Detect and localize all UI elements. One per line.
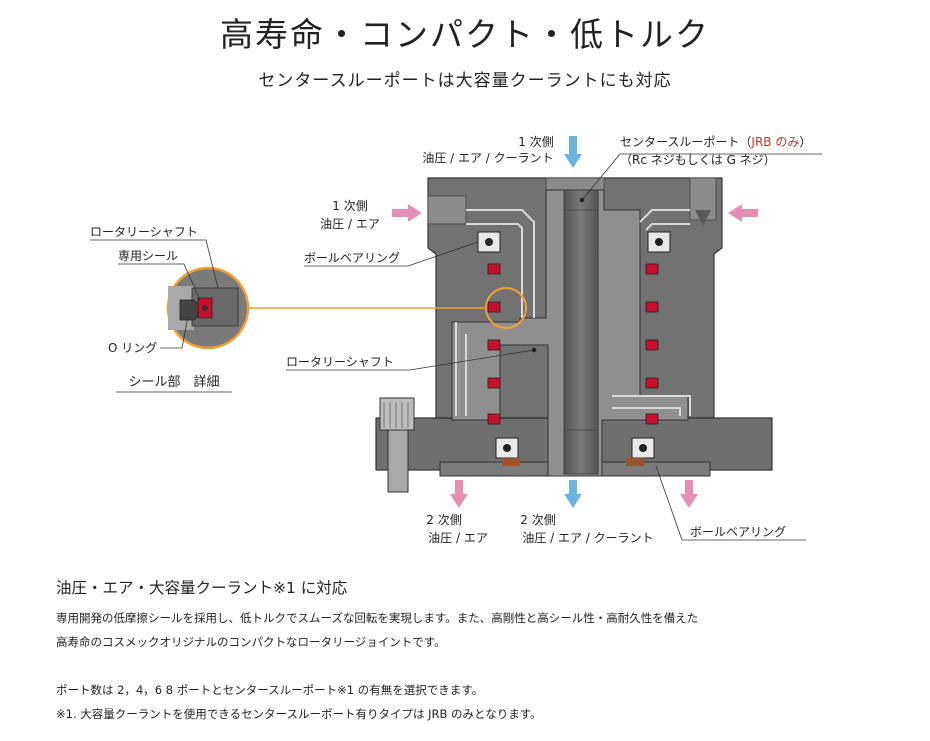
seal-detail-bubble <box>166 266 250 350</box>
label-seal-detail: シール部 詳細 <box>128 374 219 390</box>
label-center-port-thread: （Rc ネジもしくは G ネジ） <box>620 153 776 167</box>
seals <box>487 263 659 425</box>
detail-leaders <box>90 239 232 393</box>
label-dedicated-seal: 専用シール <box>118 249 178 263</box>
label-o-ring: O リング <box>108 341 157 355</box>
label-ball-bearing-bottom: ボールベアリング <box>690 525 786 539</box>
description-line-1: 専用開発の低摩擦シールを採用し、低トルクでスムーズな回転を実現します。また、高剛… <box>56 611 699 625</box>
label-primary-left-1: 1 次側 <box>332 199 367 213</box>
description-line-4: ※1. 大容量クーラントを使用できるセンタースルーポート有りタイプは JRB の… <box>56 707 542 721</box>
arrow-bottom-blue <box>564 480 582 508</box>
label-secondary-left-1: 2 次側 <box>426 513 461 527</box>
label-secondary-mid-1: 2 次側 <box>520 513 555 527</box>
callout-leaders <box>286 153 822 541</box>
label-rotary-shaft-detail: ロータリーシャフト <box>90 225 198 239</box>
description-line-3: ポート数は 2，4，6 8 ポートとセンタースルーポート※1 の有無を選択できま… <box>56 683 484 697</box>
label-primary-left-2: 油圧 / エア <box>320 217 380 231</box>
description-line-2: 高寿命のコスメックオリジナルのコンパクトなロータリージョイントです。 <box>56 635 446 649</box>
label-primary-top-1: 1 次側 <box>518 135 553 149</box>
arrow-bottom-left-pink <box>450 480 468 508</box>
description-heading: 油圧・エア・大容量クーラント※1 に対応 <box>56 579 348 597</box>
label-ball-bearing-top: ボールベアリング <box>304 251 400 265</box>
mounting-bolt <box>379 397 415 493</box>
label-secondary-mid-2: 油圧 / エア / クーラント <box>522 531 653 545</box>
arrow-left-pink <box>392 204 422 222</box>
page-subtitle: センタースルーポートは大容量クーラントにも対応 <box>258 71 672 91</box>
arrow-top-blue <box>564 136 582 168</box>
label-rotary-shaft-mid: ロータリーシャフト <box>286 355 394 369</box>
right-oil-channel <box>612 209 691 416</box>
page-title: 高寿命・コンパクト・低トルク <box>220 15 710 54</box>
arrow-right-pink <box>728 204 758 222</box>
label-secondary-left-2: 油圧 / エア <box>428 531 488 545</box>
arrow-bottom-right-pink <box>680 480 698 508</box>
left-oil-channel <box>455 209 535 416</box>
label-primary-top-2: 油圧 / エア / クーラント <box>422 151 553 165</box>
label-center-port: センタースルーポート（JRB のみ） <box>620 135 811 149</box>
